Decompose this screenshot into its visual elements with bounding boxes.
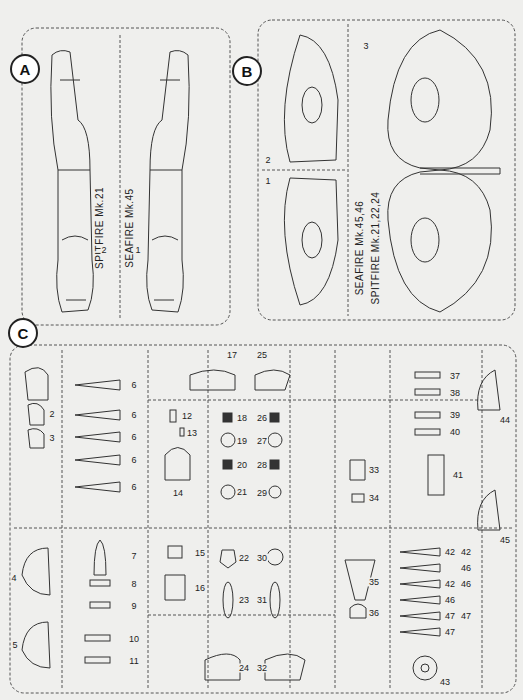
- sprue-letter-text: C: [18, 325, 29, 342]
- part-number: 9: [130, 602, 137, 611]
- sprue-letter: B: [232, 56, 262, 86]
- part-number: 45: [499, 536, 511, 545]
- part-number: 42: [444, 548, 456, 557]
- part-number: 42: [444, 580, 456, 589]
- part-number: 6: [130, 433, 137, 442]
- part-number: 47: [444, 612, 456, 621]
- part-number: 3: [362, 42, 369, 51]
- part-number: 32: [256, 664, 268, 673]
- part-number: 17: [226, 351, 238, 360]
- part-number: 7: [130, 552, 137, 561]
- part-number: 15: [194, 549, 206, 558]
- part-number: 46: [460, 580, 472, 589]
- part-number: 26: [256, 414, 268, 423]
- part-number: 21: [236, 488, 248, 497]
- part-number: 19: [236, 437, 248, 446]
- part-number: 5: [11, 641, 18, 650]
- part-number: 30: [256, 554, 268, 563]
- sprue-variant-text: SEAFIRE Mk.45: [125, 187, 135, 268]
- part-number: 4: [10, 574, 17, 583]
- part-number: 37: [449, 372, 461, 381]
- sprue-variant-text: SPITFIRE Mk.21: [95, 186, 105, 270]
- part-number: 31: [256, 596, 268, 605]
- part-number: 29: [256, 489, 268, 498]
- part-number: 47: [460, 612, 472, 621]
- part-number: 20: [236, 461, 248, 470]
- part-number: 18: [236, 414, 248, 423]
- part-number: 39: [449, 411, 461, 420]
- part-number: 35: [368, 578, 380, 587]
- part-number: 25: [256, 351, 268, 360]
- part-number: 40: [449, 428, 461, 437]
- sprue-letter: A: [10, 54, 40, 84]
- part-number: 14: [172, 489, 184, 498]
- part-number: 33: [368, 466, 380, 475]
- part-number: 1: [264, 177, 271, 186]
- part-number: 1: [134, 246, 141, 255]
- part-number: 42: [460, 548, 472, 557]
- part-number: 2: [264, 156, 271, 165]
- part-number: 43: [439, 678, 451, 687]
- part-number: 6: [130, 456, 137, 465]
- part-number: 2: [100, 246, 107, 255]
- part-number: 44: [499, 416, 511, 425]
- part-number: 16: [194, 584, 206, 593]
- part-number: 46: [444, 596, 456, 605]
- part-number: 27: [256, 437, 268, 446]
- part-number: 3: [48, 434, 55, 443]
- part-number: 6: [130, 411, 137, 420]
- sprue-letter-text: A: [20, 61, 31, 78]
- sprue-variant-text: SEAFIRE Mk.45,46: [355, 200, 365, 297]
- part-number: 24: [238, 664, 250, 673]
- part-number: 38: [449, 389, 461, 398]
- part-number: 41: [452, 471, 464, 480]
- part-number: 11: [128, 657, 139, 666]
- part-number: 46: [460, 564, 472, 573]
- part-number: 13: [186, 429, 198, 438]
- part-number: 28: [256, 461, 268, 470]
- part-number: 6: [130, 381, 137, 390]
- sprue-variant-text: SPITFIRE Mk.21,22,24: [371, 191, 381, 306]
- part-number: 12: [181, 412, 193, 421]
- part-number: 6: [130, 483, 137, 492]
- part-number: 2: [48, 410, 55, 419]
- part-number: 10: [128, 635, 140, 644]
- part-number: 22: [238, 554, 250, 563]
- part-number: 47: [444, 628, 456, 637]
- part-number: 23: [238, 596, 250, 605]
- part-number: 8: [130, 580, 137, 589]
- sprue-letter: C: [8, 318, 38, 348]
- sprue-letter-text: B: [242, 63, 253, 80]
- part-number: 34: [368, 494, 380, 503]
- part-number: 36: [368, 609, 380, 618]
